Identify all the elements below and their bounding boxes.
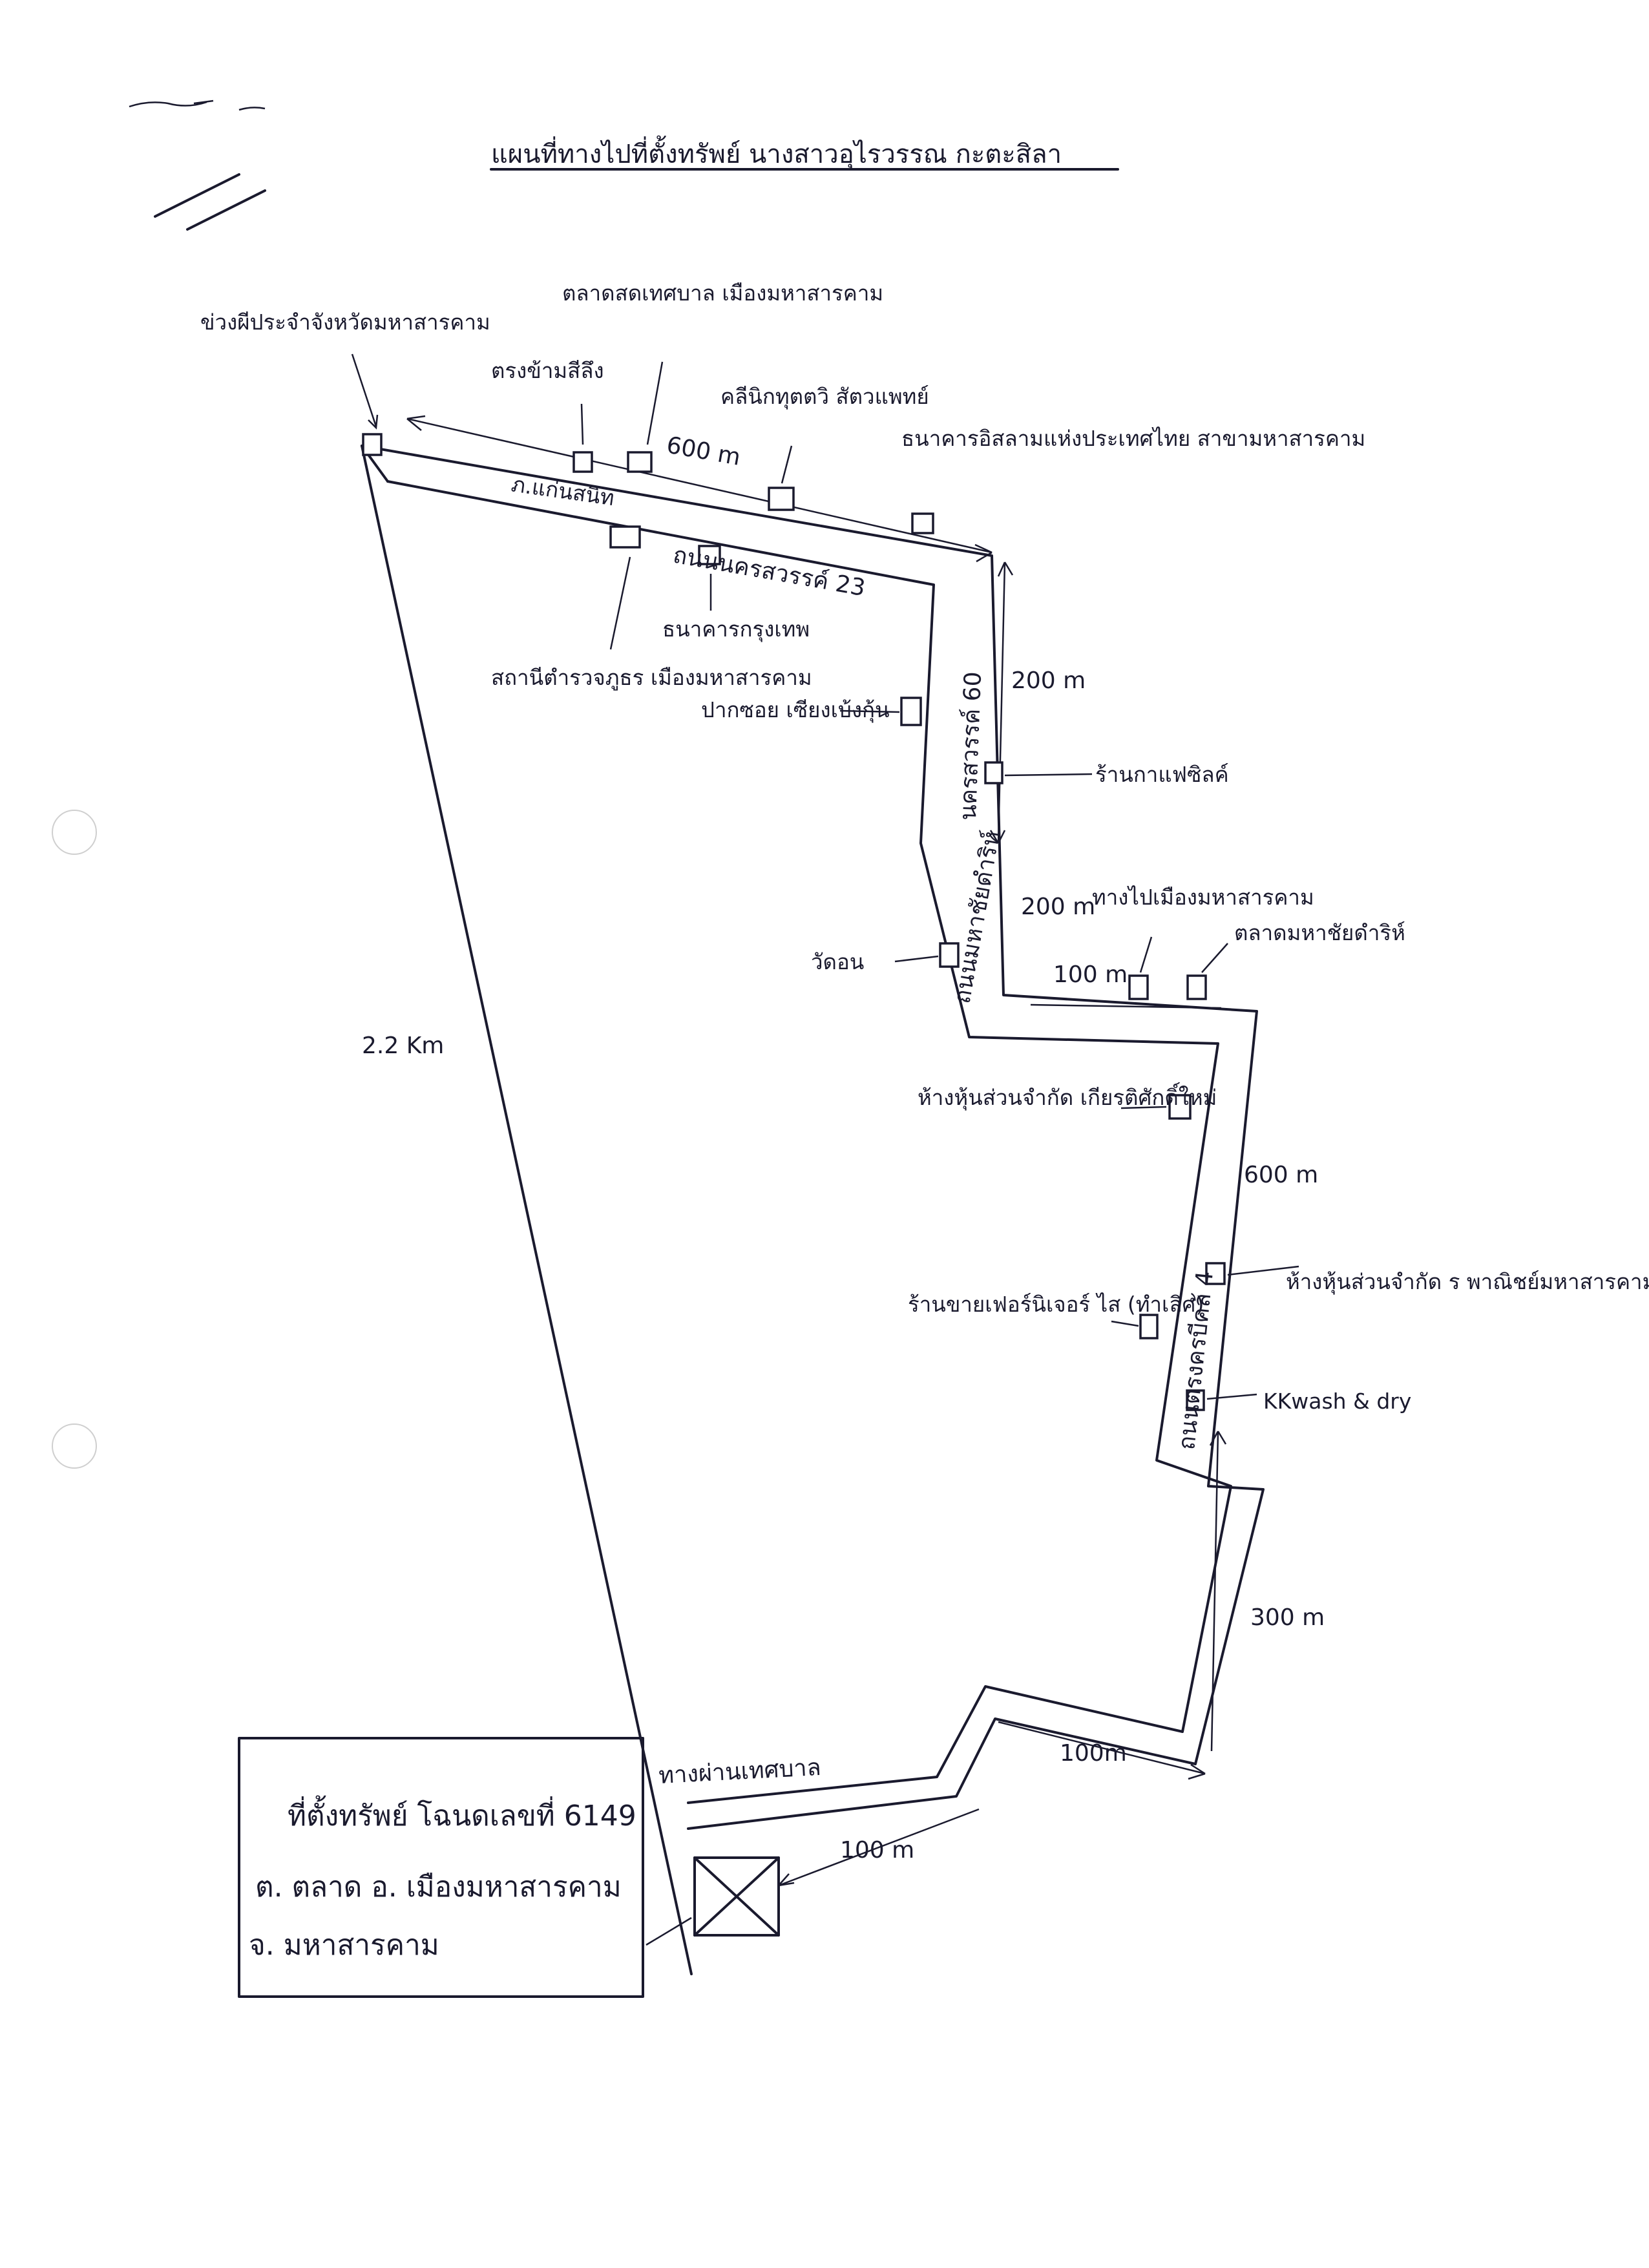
label-police: สถานีตำรวจภูธร เมืองมหาสารคาม <box>491 665 812 691</box>
pen-scratch-marks <box>129 100 266 231</box>
label-dept-store-2: ห้างหุ้นส่วนจำกัด ร พาณิชย์มหาสารคาม <box>1286 1269 1649 1295</box>
building-market <box>627 451 653 473</box>
distance-bottom: 100 m <box>840 1837 914 1864</box>
right-upper-arrow <box>989 562 1014 844</box>
label-shop-corner: ปากซอย เซียงเบ้งกุ้น <box>701 697 890 723</box>
label-pointers <box>351 353 1299 1946</box>
distance-lower-seg: 300 m <box>1250 1604 1325 1631</box>
label-hotel: ภ.แก่นสนิท <box>510 471 616 510</box>
distance-right-lower: 600 m <box>1244 1162 1318 1188</box>
building-left-end <box>362 433 383 456</box>
building-clinic <box>768 487 795 511</box>
building-islamic-bank <box>911 512 934 534</box>
label-furniture: ร้านขายเฟอร์นิเจอร์ ไส (ทำเลิศ) <box>908 1292 1204 1317</box>
distance-bottom-right: 100m <box>1060 1740 1127 1767</box>
connector-arrow <box>1030 1003 1222 1009</box>
distance-top-road: 600 m <box>664 432 742 470</box>
label-pharmacy: ตรงข้ามสีลึง <box>491 358 604 383</box>
label-left-end: ข่วงผีประจำจังหวัดมหาสารคาม <box>200 310 490 335</box>
distance-connector: 100 m <box>1053 961 1128 988</box>
distance-diagonal: 2.2 Km <box>362 1033 444 1059</box>
road-label-top: ถนนนครสวรรค์ 23 <box>671 541 867 602</box>
property-line-3: จ. มหาสารคาม <box>249 1929 439 1962</box>
property-info-box: ที่ตั้งทรัพย์ โฉนดเลขที่ 6149 ต. ตลาด อ.… <box>238 1737 644 1998</box>
punch-hole-bottom <box>52 1423 97 1469</box>
label-bangkok-bank: ธนาคารกรุงเทพ <box>662 616 810 642</box>
building-dept-store-1 <box>1168 1094 1192 1120</box>
building-markers <box>362 433 1226 1411</box>
road-label-diagonal: ถนนมหาชัยดำริห์ <box>949 829 1005 1006</box>
building-dept-store-2 <box>1205 1262 1226 1285</box>
label-laundry: KKwash & dry <box>1263 1389 1411 1414</box>
label-dept-store-1: ห้างหุ้นส่วนจำกัด เกียรติศักดิ์ใหม่ <box>918 1082 1217 1111</box>
road-label-right-upper: นครสวรรค์ 60 <box>955 671 987 821</box>
label-market-corner: ตลาดมหาชัยดำริห์ <box>1234 920 1405 945</box>
building-market-corner <box>1186 974 1207 1000</box>
label-temple: วัดอน <box>811 949 864 974</box>
road-label-bottom: ทางผ่านเทศบาล <box>658 1754 821 1789</box>
property-line-2: ต. ตลาด อ. เมืองมหาสารคาม <box>255 1871 622 1904</box>
label-fresh-market: ตลาดสดเทศบาล เมืองมหาสารคาม <box>562 280 883 306</box>
building-furniture <box>1139 1314 1159 1339</box>
distance-middle: 200 m <box>1021 894 1095 920</box>
top-road-arrow <box>406 415 993 563</box>
building-laundry <box>1186 1389 1205 1411</box>
building-pharmacy <box>572 451 593 473</box>
building-hotel <box>609 525 641 549</box>
map-title: แผนที่ทางไปที่ตั้งทรัพย์ นางสาวอุไรวรรณ … <box>491 135 1062 170</box>
building-shop-corner <box>900 697 922 726</box>
building-coffee <box>984 761 1003 784</box>
label-coffee: ร้านกาแฟซิลค์ <box>1095 762 1229 787</box>
building-post <box>1128 974 1149 1000</box>
building-bangkok-bank <box>698 545 721 565</box>
label-islamic-bank: ธนาคารอิสลามแห่งประเทศไทย สาขามหาสารคาม <box>901 426 1365 451</box>
bottom-arrows <box>778 1431 1227 1887</box>
label-clinic: คลีนิกทุตตวิ สัตวแพทย์ <box>720 384 929 410</box>
distance-right-upper: 200 m <box>1011 667 1086 694</box>
property-building <box>693 1856 780 1937</box>
punch-hole-top <box>52 810 97 855</box>
property-line-1: ที่ตั้งทรัพย์ โฉนดเลขที่ 6149 <box>288 1795 636 1832</box>
building-temple <box>939 942 960 968</box>
label-post: ทางไปเมืองมหาสารคาม <box>1092 885 1314 910</box>
